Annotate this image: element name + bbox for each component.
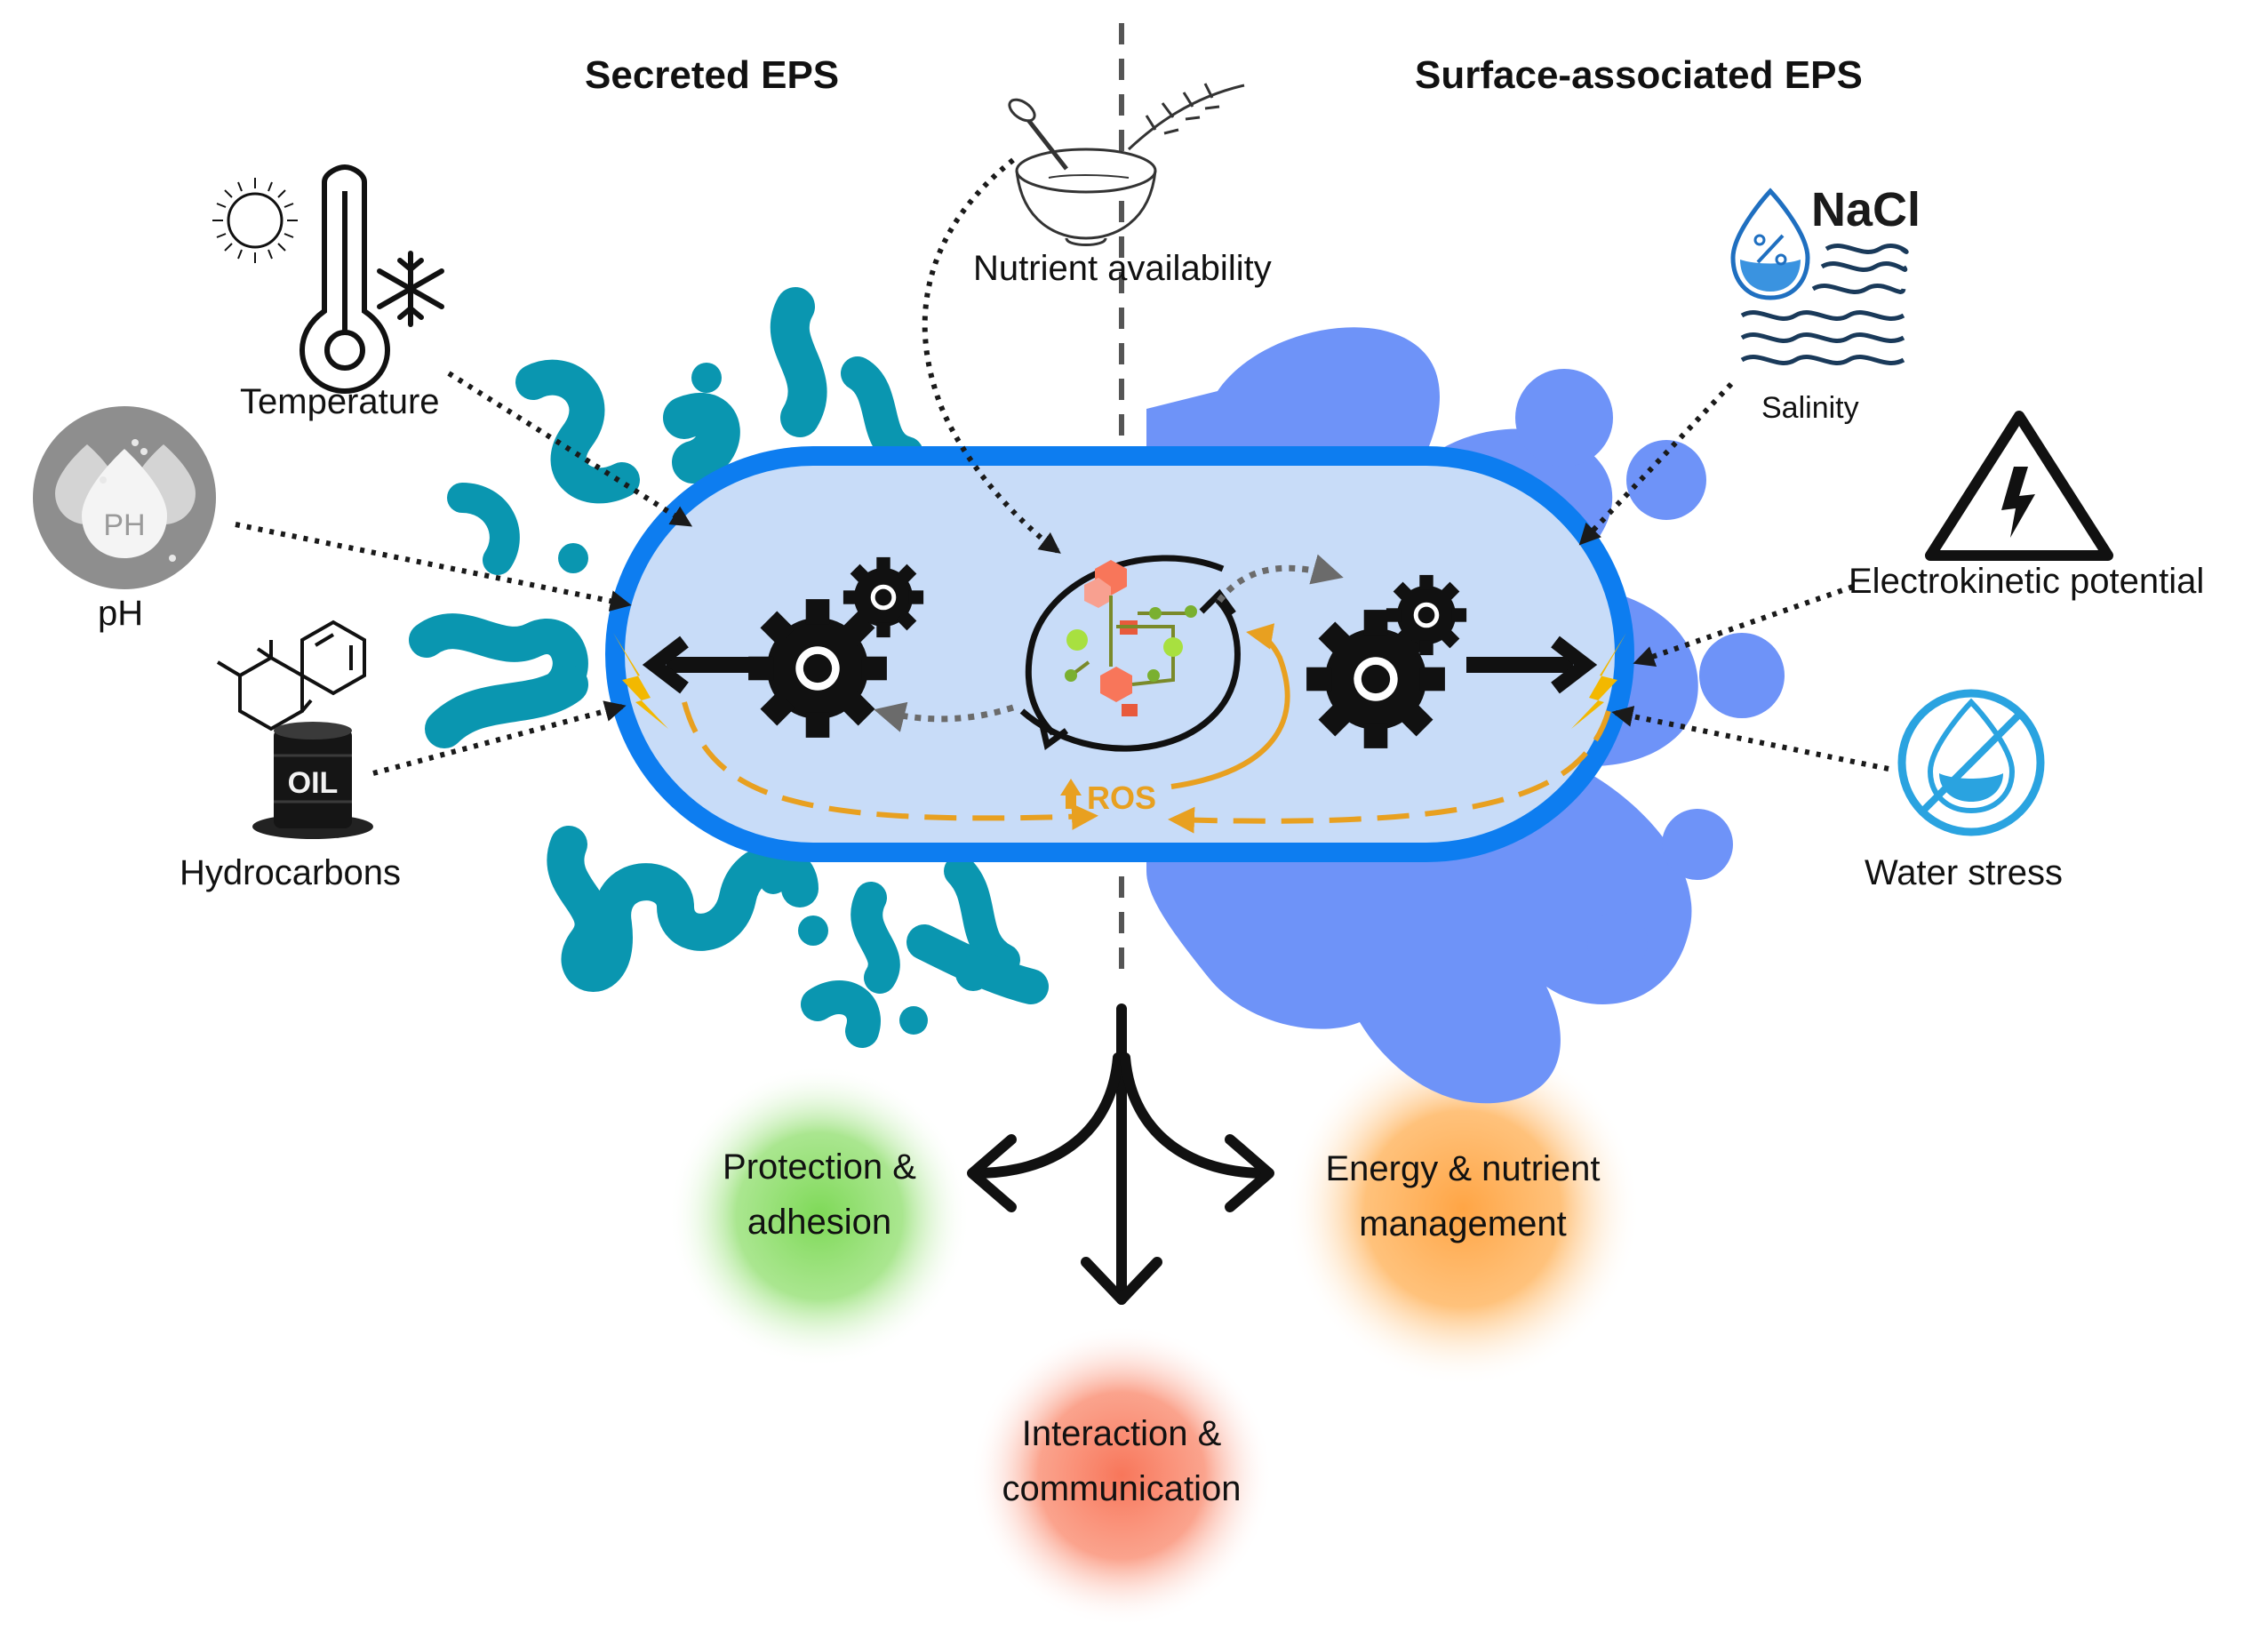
hydrocarbons-arrow xyxy=(372,700,627,776)
interaction-glow xyxy=(970,1324,1273,1627)
nutrient-bowl-icon xyxy=(1008,83,1245,246)
thermometer-icon xyxy=(299,164,391,395)
ros-label: ROS xyxy=(1087,780,1156,816)
secreted-eps-squiggles xyxy=(409,287,1049,1048)
protection-line-1: Protection & xyxy=(723,1147,916,1187)
ph-drops-icon: PH xyxy=(33,406,216,589)
oil-barrel-label: OIL xyxy=(288,766,339,800)
temperature-arrow xyxy=(447,371,693,527)
ros-to-cycle-arrow xyxy=(1170,623,1290,789)
factor-arrows xyxy=(235,157,1889,776)
energy-nutrient-label: Energy & nutrient management xyxy=(1285,1141,1641,1251)
cycle-to-left-gear-arrow xyxy=(874,701,1015,732)
cell-body xyxy=(605,446,1634,862)
interaction-line-2: communication xyxy=(1002,1469,1242,1508)
snowflake-icon xyxy=(377,251,444,327)
no-water-icon xyxy=(1897,689,2045,836)
salinity-arrow xyxy=(1578,381,1734,546)
ros-indicator: ROS xyxy=(1060,779,1156,816)
ph-badge-text: PH xyxy=(103,508,145,542)
protection-adhesion-label: Protection & adhesion xyxy=(686,1139,953,1250)
secreted-eps-heading: Secreted EPS xyxy=(585,53,840,97)
electrokinetic-label: Electrokinetic potential xyxy=(1849,562,2205,601)
salinity-drop-icon: NaCl xyxy=(1730,183,1921,365)
energy-glow xyxy=(1285,1031,1641,1387)
nutrient-arrow xyxy=(922,157,1061,554)
membrane-spark-right xyxy=(1571,633,1626,729)
surface-eps-heading: Surface-associated EPS xyxy=(1415,53,1863,97)
gear-icon xyxy=(843,556,924,638)
nacl-label: NaCl xyxy=(1811,183,1921,236)
hydrocarbon-structure-icon xyxy=(216,620,366,732)
protection-glow xyxy=(668,1065,970,1367)
oil-barrel-icon: OIL xyxy=(252,722,373,839)
ros-up-arrow-icon xyxy=(1060,779,1082,809)
hydrocarbons-label: Hydrocarbons xyxy=(180,853,402,892)
protection-line-2: adhesion xyxy=(747,1203,892,1242)
electrokinetic-arrow xyxy=(1633,584,1854,667)
ros-path-left xyxy=(682,701,1098,830)
outcome-arrows xyxy=(967,1003,1274,1305)
ph-arrow xyxy=(235,522,632,612)
membrane-spark-left xyxy=(613,633,668,729)
metabolism-cycle-icon xyxy=(1019,555,1241,752)
energy-line-2: management xyxy=(1359,1204,1567,1243)
water-stress-label: Water stress xyxy=(1865,853,2063,892)
sun-icon xyxy=(212,178,298,263)
export-arrow-left-head xyxy=(642,636,689,694)
salinity-label: Salinity xyxy=(1761,391,1859,425)
secreted-eps-dots xyxy=(558,363,991,1035)
cycle-to-right-gear-arrow xyxy=(1217,554,1344,604)
high-voltage-icon xyxy=(1925,411,2113,561)
temperature-label: Temperature xyxy=(240,382,440,421)
ph-label: pH xyxy=(98,594,144,633)
interaction-communication-label: Interaction & communication xyxy=(962,1406,1282,1516)
export-arrow-right-head xyxy=(1551,636,1598,694)
interaction-line-1: Interaction & xyxy=(1021,1414,1222,1453)
nutrient-label: Nutrient availability xyxy=(973,249,1272,288)
gear-icon xyxy=(1386,574,1467,656)
ros-path-right xyxy=(1168,710,1611,834)
water-stress-arrow xyxy=(1611,706,1889,772)
energy-line-1: Energy & nutrient xyxy=(1325,1149,1601,1188)
